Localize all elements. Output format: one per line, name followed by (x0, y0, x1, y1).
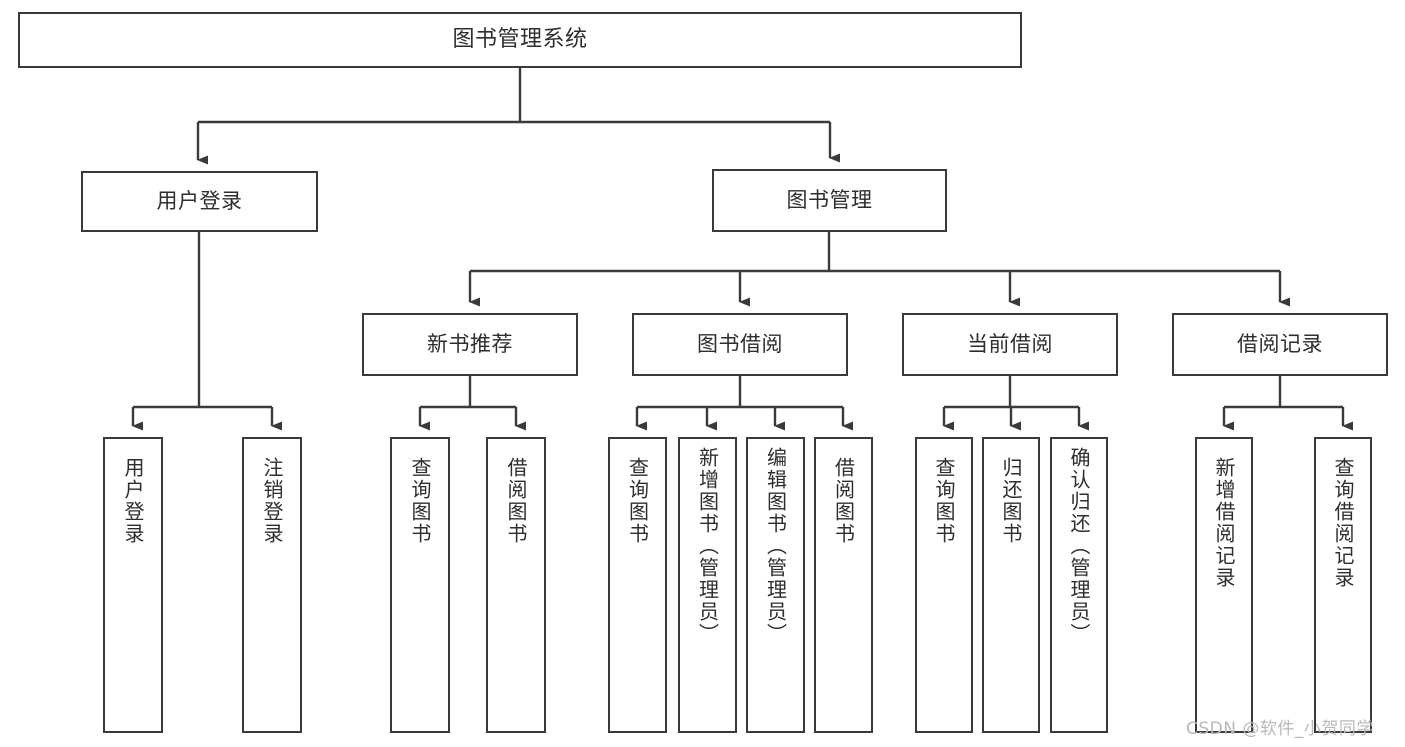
leaf-query-book-current[interactable]: 查询图书 (915, 437, 973, 733)
leaf-borrow-book[interactable]: 借阅图书 (814, 437, 873, 733)
leaf-borrow-book-recommend[interactable]: 借阅图书 (486, 437, 546, 733)
node-label: 图书借阅 (697, 332, 783, 357)
leaf-add-borrow-record[interactable]: 新增借阅记录 (1195, 437, 1253, 733)
node-label: 确认归还（管理员） (1067, 447, 1091, 645)
node-borrow-record[interactable]: 借阅记录 (1172, 313, 1388, 376)
leaf-user-login[interactable]: 用户登录 (103, 437, 163, 733)
node-user-login[interactable]: 用户登录 (81, 171, 318, 232)
node-label: 借阅图书 (504, 457, 528, 545)
node-label: 用户登录 (156, 189, 243, 214)
node-label: 新书推荐 (427, 332, 513, 357)
node-label: 查询图书 (625, 457, 650, 545)
node-label: 编辑图书（管理员） (763, 447, 788, 645)
node-label: 查询图书 (408, 457, 432, 545)
node-book-management[interactable]: 图书管理 (712, 169, 947, 232)
leaf-query-book-recommend[interactable]: 查询图书 (390, 437, 450, 733)
node-label: 新增图书（管理员） (695, 447, 720, 645)
leaf-query-borrow-record[interactable]: 查询借阅记录 (1314, 437, 1372, 733)
leaf-query-book-borrow[interactable]: 查询图书 (608, 437, 667, 733)
node-label: 新增借阅记录 (1212, 457, 1236, 589)
node-label: 图书管理系统 (452, 27, 588, 53)
leaf-logout[interactable]: 注销登录 (242, 437, 302, 733)
node-label: 归还图书 (999, 457, 1023, 545)
node-label: 查询借阅记录 (1331, 457, 1355, 589)
node-label: 注销登录 (260, 457, 284, 545)
node-label: 借阅记录 (1237, 332, 1323, 357)
node-label: 用户登录 (121, 457, 145, 545)
node-book-borrow[interactable]: 图书借阅 (632, 313, 848, 376)
node-new-book-recommend[interactable]: 新书推荐 (362, 313, 578, 376)
node-label: 当前借阅 (967, 332, 1053, 357)
node-root-book-management-system[interactable]: 图书管理系统 (18, 12, 1022, 68)
node-current-borrow[interactable]: 当前借阅 (902, 313, 1118, 376)
node-label: 查询图书 (932, 457, 956, 545)
leaf-edit-book-admin[interactable]: 编辑图书（管理员） (746, 437, 805, 733)
node-label: 图书管理 (786, 188, 873, 213)
leaf-return-book[interactable]: 归还图书 (982, 437, 1040, 733)
leaf-add-book-admin[interactable]: 新增图书（管理员） (678, 437, 737, 733)
node-label: 借阅图书 (831, 457, 856, 545)
leaf-confirm-return-admin[interactable]: 确认归还（管理员） (1050, 437, 1108, 733)
